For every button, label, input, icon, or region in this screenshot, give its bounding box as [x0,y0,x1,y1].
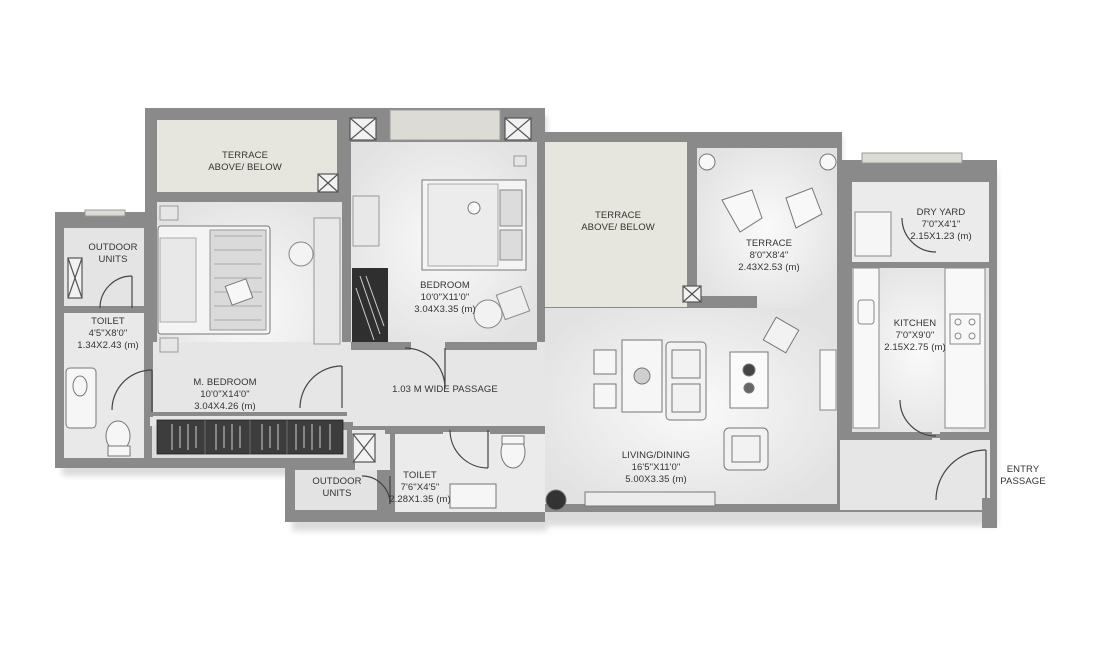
door-swings [99,217,987,505]
kitchen-dim-metric: 2.15X2.75 (m) [884,342,946,353]
bedroom-dim-metric: 3.04X3.35 (m) [414,304,476,315]
toilet-left-dim-metric: 1.34X2.43 (m) [77,340,139,351]
label-master-bedroom: M. BEDROOM 10'0"X14'0" 3.04X4.26 (m) [180,377,270,413]
floor-terrace-mid [545,142,687,307]
master-bedroom-name: M. BEDROOM [193,377,257,388]
floor-terrace-left [157,120,337,192]
outdoor-bottom-name: OUTDOOR [312,476,362,487]
floor-terrace-right [697,148,837,308]
label-dry-yard: DRY YARD 7'0"X4'1" 2.15X1.23 (m) [896,207,986,243]
label-kitchen: KITCHEN 7'0"X9'0" 2.15X2.75 (m) [870,318,960,354]
terrace-right-dim-imperial: 8'0"X8'4" [749,250,789,261]
label-toilet-bottom: TOILET 7'6"X4'5" 2.28X1.35 (m) [382,470,458,506]
wardrobe [156,419,344,455]
dry-yard-dim-metric: 2.15X1.23 (m) [910,231,972,242]
master-bedroom-dim-metric: 3.04X4.26 (m) [194,401,256,412]
toilet-left-name: TOILET [91,316,125,327]
dining-set [593,339,663,413]
bedroom-name: BEDROOM [420,280,470,291]
floor-outdoor-bottom [295,470,377,510]
toilet-bottom-dim-metric: 2.28X1.35 (m) [389,494,451,505]
kitchen-dim-imperial: 7'0"X9'0" [895,330,935,341]
bedroom-wardrobe [352,268,388,342]
entry-wall [982,498,997,528]
master-bedroom-dim-imperial: 10'0"X14'0" [200,389,250,400]
master-bed [157,205,341,353]
dry-yard-name: DRY YARD [916,207,966,218]
kitchen-counter [819,267,986,429]
toilet-bottom-dim-imperial: 7'6"X4'5" [400,482,440,493]
dry-yard-dim-imperial: 7'0"X4'1" [921,219,961,230]
label-terrace-mid: TERRACE ABOVE/ BELOW [573,210,663,234]
toilet-bottom-name: TOILET [403,470,437,481]
outdoor-left-name: OUTDOOR [88,242,138,253]
living-name: LIVING/DINING [621,450,691,461]
sofa-set [545,316,800,511]
toilet-left-fixtures [65,367,131,457]
label-living: LIVING/DINING 16'5"X11'0" 5.00X3.35 (m) [611,450,701,486]
window-sills [84,109,963,217]
living-dim-imperial: 16'5"X11'0" [631,462,681,473]
label-outdoor-bottom: OUTDOOR UNITS [305,476,369,500]
bedroom-bed [352,155,531,329]
internal-walls [55,120,995,512]
terrace-right-dim-metric: 2.43X2.53 (m) [738,262,800,273]
outdoor-bottom-name2: UNITS [322,488,352,499]
bedroom-dim-imperial: 10'0"X11'0" [420,292,470,303]
label-outdoor-left: OUTDOOR UNITS [80,242,146,266]
label-entry: ENTRY PASSAGE [993,464,1053,488]
label-passage: 1.03 M WIDE PASSAGE [385,384,505,396]
floor-entry [840,438,990,510]
label-toilet-left: TOILET 4'5"X8'0" 1.34X2.43 (m) [70,316,146,352]
terrace-mid-name2: ABOVE/ BELOW [581,222,655,233]
label-terrace-right: TERRACE 8'0"X8'4" 2.43X2.53 (m) [724,238,814,274]
kitchen-name: KITCHEN [893,318,937,329]
passage-name: 1.03 M WIDE PASSAGE [392,384,498,395]
label-bedroom: BEDROOM 10'0"X11'0" 3.04X3.35 (m) [400,280,490,316]
terrace-chairs [698,153,837,233]
toilet-left-dim-imperial: 4'5"X8'0" [88,328,128,339]
outdoor-left-name2: UNITS [98,254,128,265]
entry-name: ENTRY [1006,464,1040,475]
toilet-bottom-fixtures [449,435,526,509]
terrace-left-name2: ABOVE/ BELOW [208,162,282,173]
ducts [67,117,702,463]
terrace-left-name: TERRACE [221,150,269,161]
entry-name2: PASSAGE [1000,476,1046,487]
terrace-right-name: TERRACE [745,238,793,249]
dry-yard-fixtures [854,211,892,257]
living-dim-metric: 5.00X3.35 (m) [625,474,687,485]
terrace-mid-name: TERRACE [594,210,642,221]
label-terrace-left: TERRACE ABOVE/ BELOW [200,150,290,174]
